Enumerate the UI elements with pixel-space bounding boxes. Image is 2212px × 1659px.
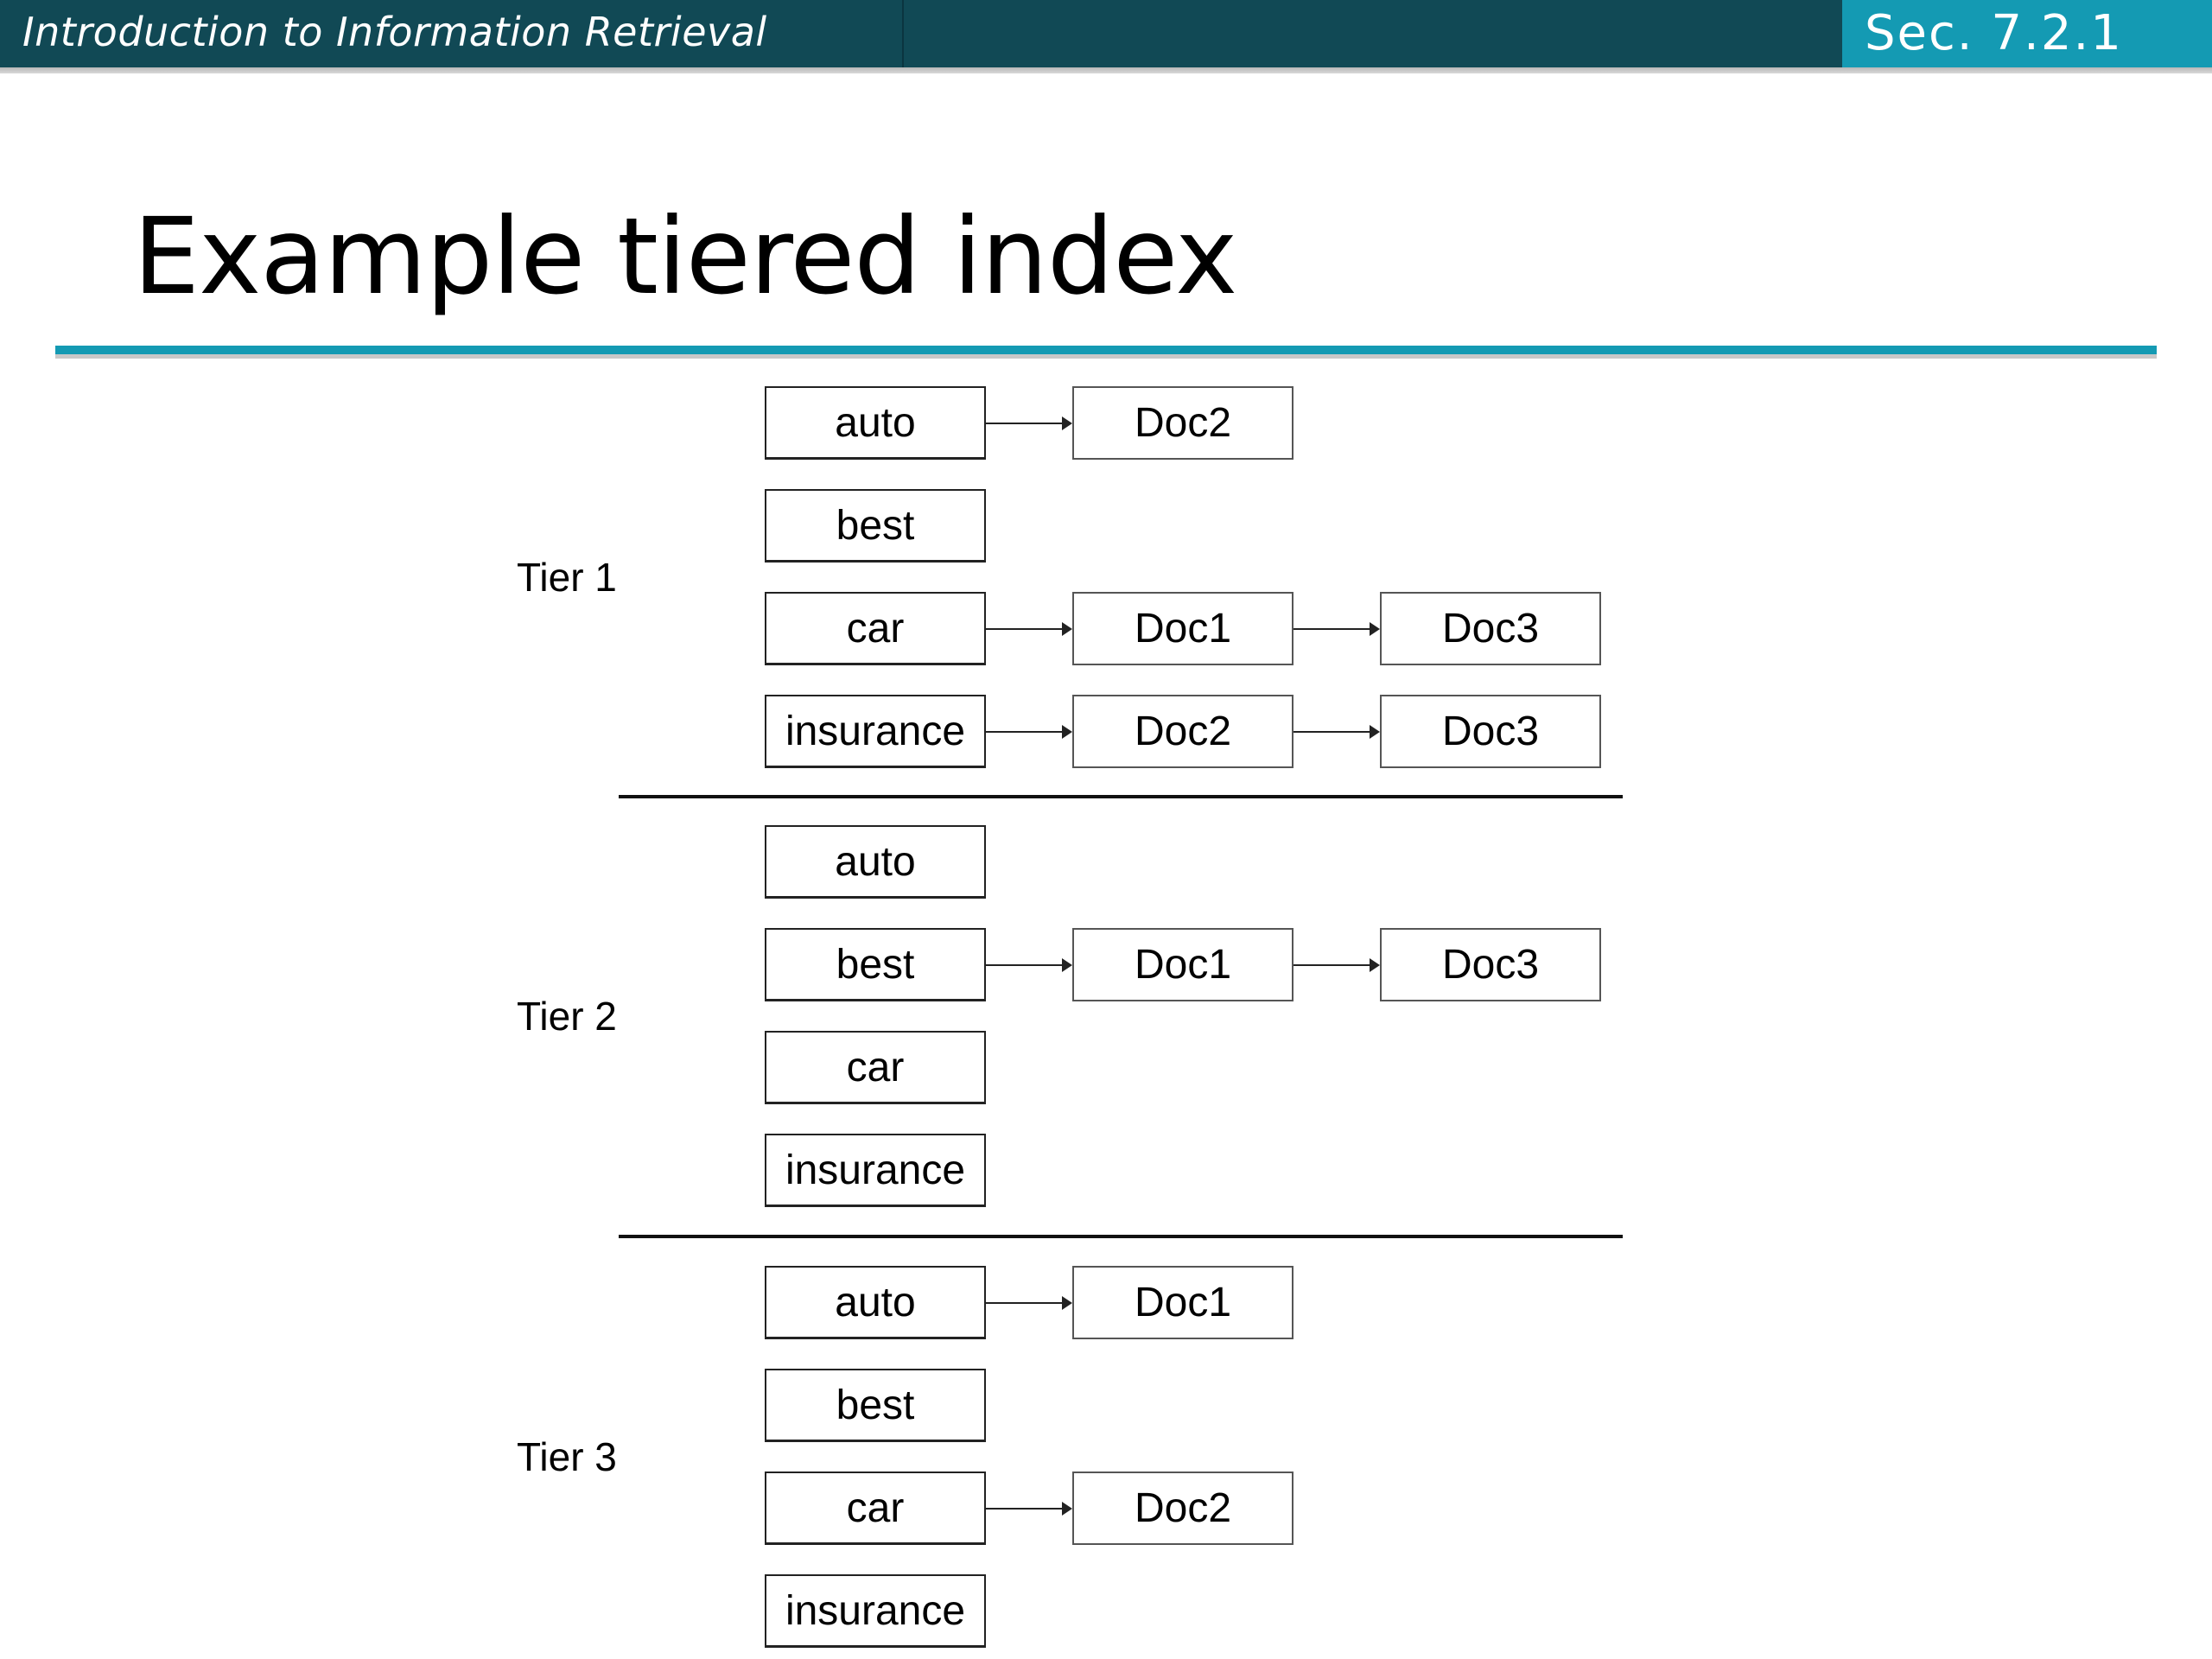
- posting-box: Doc2: [1072, 695, 1294, 768]
- posting-box: Doc3: [1380, 695, 1601, 768]
- term-box: auto: [765, 1266, 986, 1339]
- tier-label: Tier 1: [517, 555, 617, 600]
- pointer-arrow: [1294, 724, 1380, 739]
- posting-box: Doc2: [1072, 1471, 1294, 1545]
- tier-label: Tier 2: [517, 994, 617, 1039]
- tier-label: Tier 3: [517, 1434, 617, 1479]
- term-box: best: [765, 489, 986, 563]
- header-shadow: [0, 67, 2212, 73]
- title-rule-shadow: [55, 354, 2157, 359]
- term-box: insurance: [765, 1574, 986, 1648]
- pointer-arrow: [986, 1295, 1072, 1310]
- pointer-arrow: [986, 724, 1072, 739]
- slide-title: Example tiered index: [133, 195, 1237, 318]
- posting-box: Doc3: [1380, 928, 1601, 1001]
- term-box: auto: [765, 825, 986, 899]
- term-box: car: [765, 1031, 986, 1104]
- posting-box: Doc2: [1072, 386, 1294, 460]
- title-rule: [55, 346, 2157, 354]
- term-box: car: [765, 1471, 986, 1545]
- posting-box: Doc3: [1380, 592, 1601, 665]
- section-number: Sec. 7.2.1: [1865, 5, 2123, 61]
- posting-box: Doc1: [1072, 928, 1294, 1001]
- posting-box: Doc1: [1072, 1266, 1294, 1339]
- tier-separator: [619, 795, 1623, 798]
- pointer-arrow: [986, 957, 1072, 972]
- term-box: car: [765, 592, 986, 665]
- term-box: auto: [765, 386, 986, 460]
- course-title: Introduction to Information Retrieval: [22, 9, 767, 55]
- term-box: insurance: [765, 1134, 986, 1207]
- term-box: best: [765, 1369, 986, 1442]
- header-divider: [902, 0, 904, 71]
- posting-box: Doc1: [1072, 592, 1294, 665]
- pointer-arrow: [986, 1501, 1072, 1516]
- pointer-arrow: [986, 416, 1072, 430]
- term-box: best: [765, 928, 986, 1001]
- term-box: insurance: [765, 695, 986, 768]
- section-badge: Sec. 7.2.1: [1842, 0, 2212, 67]
- pointer-arrow: [1294, 957, 1380, 972]
- tier-separator: [619, 1235, 1623, 1238]
- header-bar: Introduction to Information Retrieval: [0, 0, 1842, 67]
- pointer-arrow: [986, 621, 1072, 636]
- pointer-arrow: [1294, 621, 1380, 636]
